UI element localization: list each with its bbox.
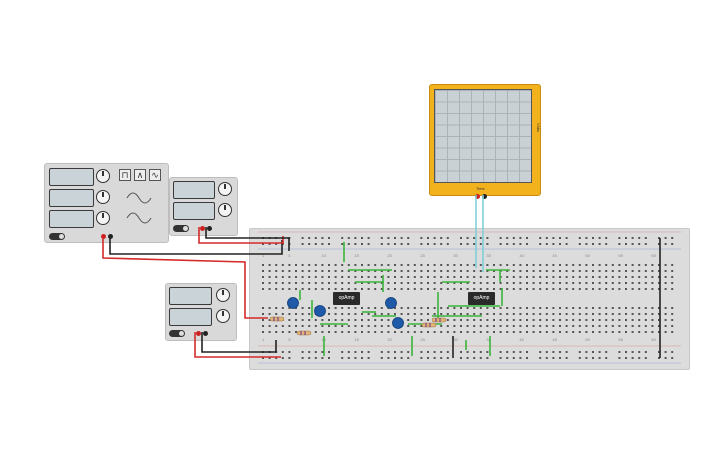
scope-screen [434, 89, 532, 183]
column-number: 10 [321, 253, 326, 258]
column-number: 1 [262, 337, 265, 342]
amplitude-knob[interactable] [96, 190, 110, 204]
power-supply-top[interactable] [169, 177, 238, 236]
column-number: 25 [420, 337, 425, 342]
current-knob[interactable] [218, 203, 232, 217]
column-number: 45 [552, 253, 557, 258]
column-number: 5 [288, 337, 291, 342]
square-wave-button[interactable]: ⊓ [119, 169, 131, 181]
column-number: 45 [552, 337, 557, 342]
offset-display [49, 210, 94, 228]
column-number: 5 [288, 253, 291, 258]
positive-terminal[interactable] [196, 331, 201, 336]
waveform-preview-icon [126, 192, 152, 224]
negative-terminal[interactable] [207, 226, 212, 231]
sine-wave-button[interactable]: ∿ [149, 169, 161, 181]
scope-probe-positive[interactable] [475, 194, 480, 199]
negative-terminal[interactable] [203, 331, 208, 336]
column-number: 40 [519, 253, 524, 258]
column-number: 15 [354, 253, 359, 258]
power-toggle[interactable] [173, 225, 189, 232]
column-number: 20 [387, 253, 392, 258]
amplitude-display [49, 189, 94, 207]
frequency-knob[interactable] [96, 169, 110, 183]
column-number: 10 [321, 337, 326, 342]
scope-volts-label: V/div [535, 123, 541, 132]
voltage-knob[interactable] [218, 182, 232, 196]
column-number: 50 [585, 337, 590, 342]
column-number: 1 [262, 253, 265, 258]
column-number: 60 [651, 253, 656, 258]
freq-display [49, 168, 94, 186]
power-supply-bottom[interactable] [165, 283, 237, 341]
scope-time-label: Time [476, 186, 485, 191]
column-number: 35 [486, 337, 491, 342]
current-display [169, 308, 212, 326]
column-number: 15 [354, 337, 359, 342]
column-number: 40 [519, 337, 524, 342]
voltage-display [173, 181, 215, 199]
column-number: 25 [420, 253, 425, 258]
positive-terminal[interactable] [200, 226, 205, 231]
column-number: 35 [486, 253, 491, 258]
opamp-right[interactable]: opAmp [468, 292, 495, 305]
negative-terminal[interactable] [108, 234, 113, 239]
column-number: 55 [618, 253, 623, 258]
power-toggle[interactable] [169, 330, 185, 337]
column-number: 55 [618, 337, 623, 342]
column-number: 60 [651, 337, 656, 342]
column-number: 20 [387, 337, 392, 342]
oscilloscope[interactable]: V/div Time [429, 84, 541, 199]
function-generator[interactable]: ⊓ ∧ ∿ [44, 163, 169, 243]
power-toggle[interactable] [49, 233, 65, 240]
scope-probe-negative[interactable] [482, 194, 487, 199]
voltage-knob[interactable] [216, 288, 230, 302]
offset-knob[interactable] [96, 211, 110, 225]
current-knob[interactable] [216, 309, 230, 323]
column-number: 30 [453, 253, 458, 258]
column-number: 50 [585, 253, 590, 258]
opamp-left[interactable]: opAmp [333, 292, 360, 305]
triangle-wave-button[interactable]: ∧ [134, 169, 146, 181]
current-display [173, 202, 215, 220]
column-number: 30 [453, 337, 458, 342]
positive-terminal[interactable] [101, 234, 106, 239]
voltage-display [169, 287, 212, 305]
